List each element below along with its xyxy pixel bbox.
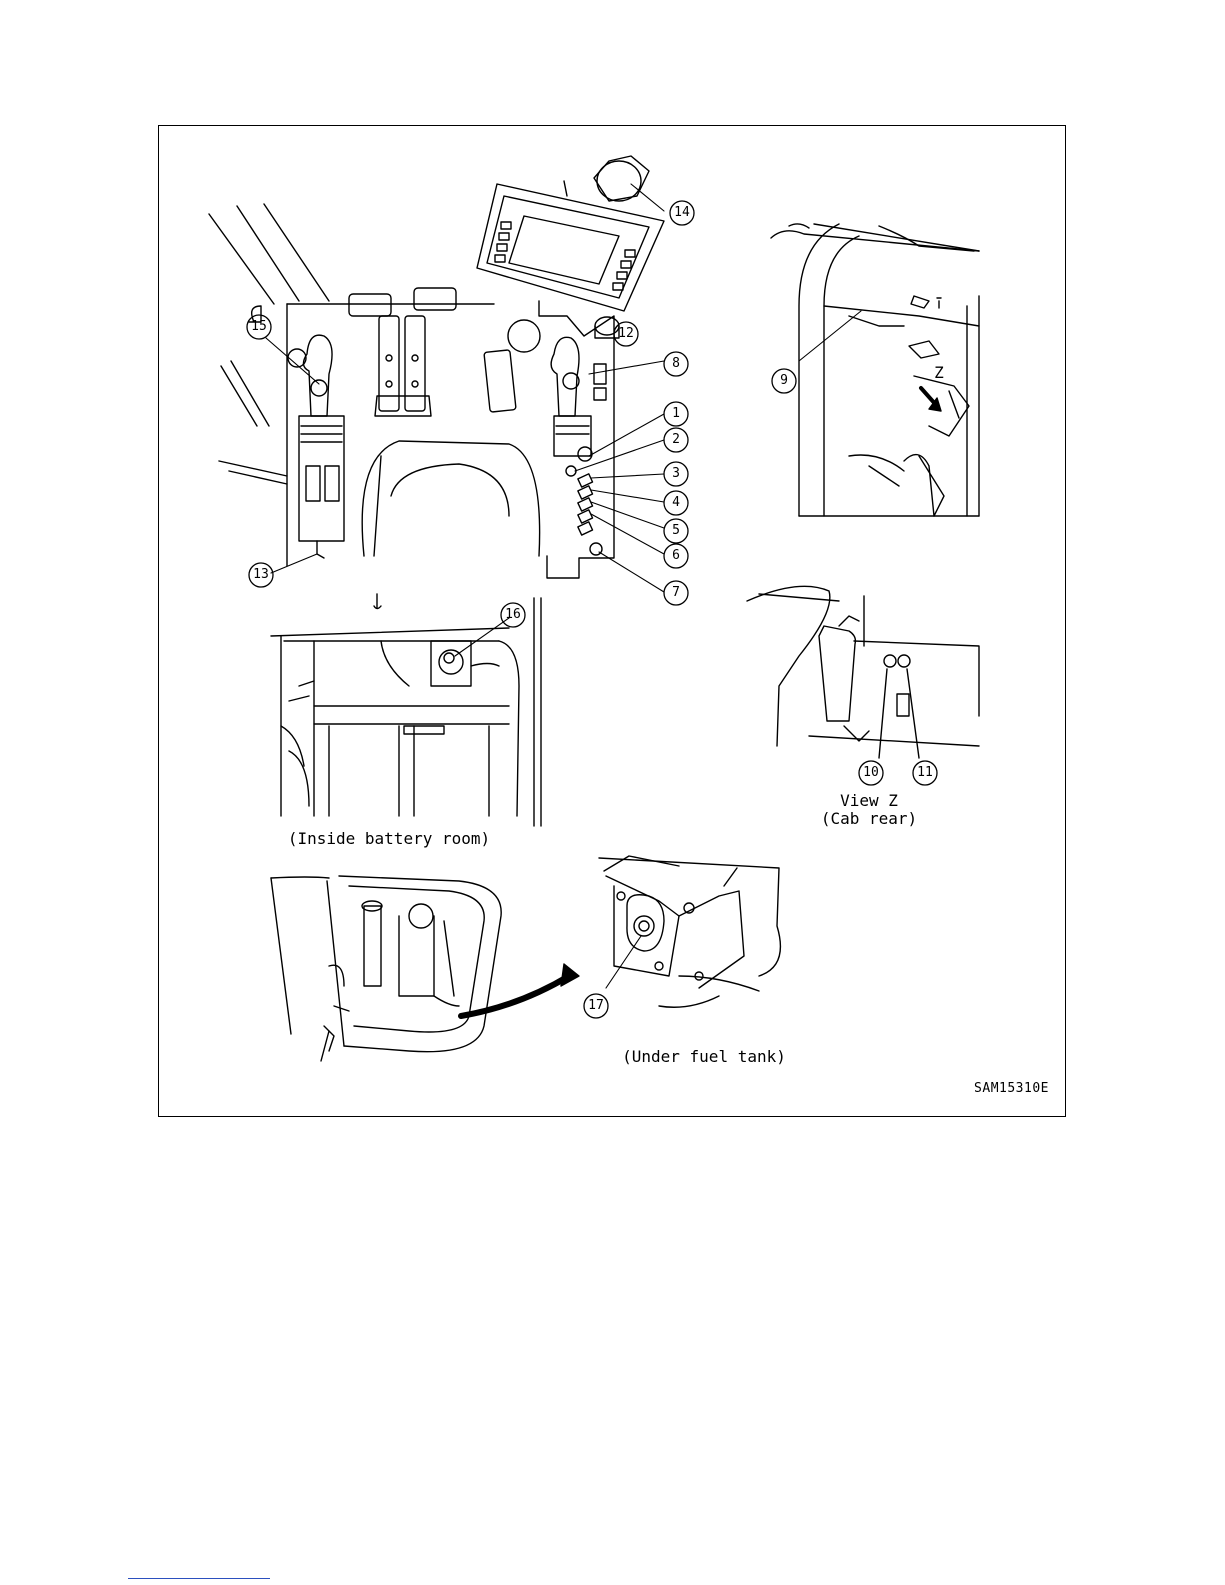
callout-8: 8: [664, 355, 688, 373]
callout-13: 13: [249, 566, 273, 584]
callout-15: 15: [247, 318, 271, 336]
callout-11: 11: [913, 764, 937, 782]
callout-5: 5: [664, 522, 688, 540]
operator-seat: [362, 441, 539, 556]
view-z-caption: View Z: [824, 792, 914, 810]
callout-1: 1: [664, 405, 688, 423]
rear-camera-14: [564, 156, 649, 201]
callout-14: 14: [670, 204, 694, 222]
cab-interior-view: [209, 156, 664, 578]
callout-9: 9: [772, 372, 796, 390]
callout-2: 2: [664, 431, 688, 449]
callout-4: 4: [664, 494, 688, 512]
callout-16: 16: [501, 606, 525, 624]
cab-switch-location-drawing: [159, 126, 1064, 1115]
z-arrow-label: Z: [929, 364, 949, 382]
fuel-tank-area-view: [271, 856, 780, 1061]
footer-link-underline: [128, 1578, 270, 1579]
callout-6: 6: [664, 547, 688, 565]
view-z-cab-rear: [747, 586, 979, 758]
battery-room-caption: (Inside battery room): [274, 830, 504, 848]
figure-frame: 14 12 8 1 2 3 4 5 6 7 15 13 9 16 10 11 1…: [158, 125, 1066, 1117]
battery-room-view: [271, 594, 541, 826]
callout-circles: [247, 201, 937, 1018]
fuel-tank-caption: (Under fuel tank): [604, 1048, 804, 1066]
monitor-panel: [477, 184, 664, 311]
cab-rear-caption: (Cab rear): [814, 810, 924, 828]
right-control-lever: [551, 337, 606, 555]
callout-17: 17: [584, 997, 608, 1015]
figure-reference-code: SAM15310E: [974, 1080, 1049, 1098]
callout-3: 3: [664, 465, 688, 483]
travel-pedals: [349, 288, 456, 416]
left-control-lever: [221, 306, 344, 558]
callout-12: 12: [614, 325, 638, 343]
callout-10: 10: [859, 764, 883, 782]
callout-7: 7: [664, 584, 688, 602]
